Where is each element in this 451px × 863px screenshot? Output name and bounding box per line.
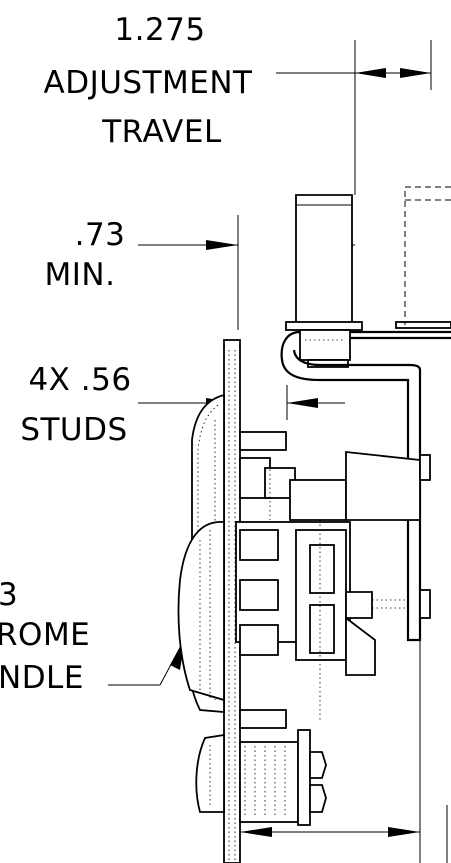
chrome-handle <box>177 393 225 813</box>
strike-bracket <box>280 321 451 642</box>
studs-count-size: 4X .56 <box>28 362 131 398</box>
studs-dimension <box>138 385 345 420</box>
handle-callout-line2: ROME <box>0 617 90 653</box>
latch-body <box>235 450 431 720</box>
handle-callout-line3: NDLE <box>0 660 84 696</box>
travel-label: TRAVEL <box>101 114 222 150</box>
min-value: .73 <box>75 217 126 253</box>
handle-callout-number: 3 <box>0 577 18 613</box>
hidden-outline <box>404 186 451 325</box>
min-label: MIN. <box>45 257 116 293</box>
adjustment-label: ADJUSTMENT <box>44 65 254 101</box>
handle-leader <box>108 638 185 686</box>
bottom-dimension <box>240 640 448 863</box>
studs <box>239 431 287 729</box>
studs-label: STUDS <box>20 412 127 448</box>
adjustment-rod <box>285 194 363 368</box>
adjustment-travel-dimension <box>276 40 432 195</box>
adjustment-value: 1.275 <box>114 12 205 48</box>
bottom-fastener <box>239 729 327 826</box>
